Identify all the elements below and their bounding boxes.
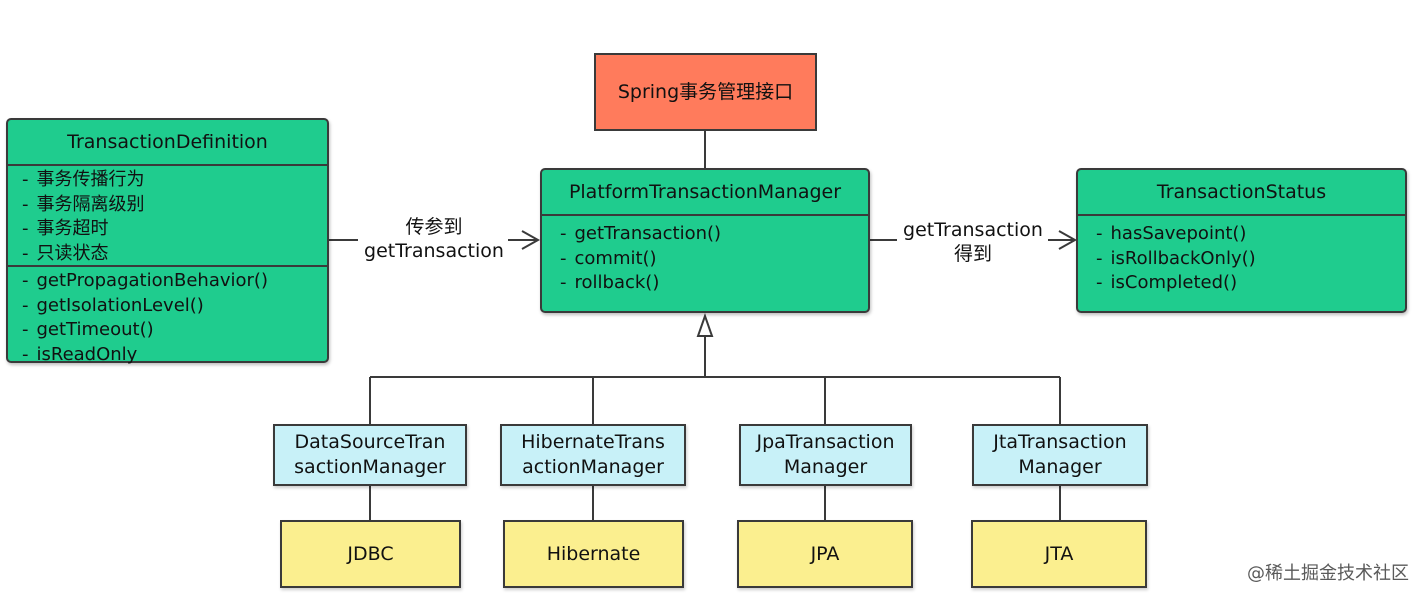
left-arrowhead [521, 230, 541, 250]
impl-label-line: HibernateTrans [521, 431, 665, 453]
impl-label-line: sactionManager [294, 456, 446, 478]
watermark: @稀土掘金技术社区 [1247, 563, 1409, 584]
transaction-definition-attributes: -事务传播行为 -事务隔离级别 -事务超时 -只读状态 [8, 166, 327, 265]
method-row: -hasSavepoint() [1096, 223, 1247, 244]
transaction-status-methods: -hasSavepoint() -isRollbackOnly() -isCom… [1078, 216, 1405, 296]
spring-interface-label: Spring事务管理接口 [617, 81, 794, 103]
impl-box-jta: JtaTransaction Manager [972, 424, 1148, 486]
tech-box-jpa: JPA [737, 520, 913, 588]
method-row: -getPropagationBehavior() [22, 270, 268, 291]
transaction-definition-methods: -getPropagationBehavior() -getIsolationL… [8, 265, 327, 367]
transaction-definition-title: TransactionDefinition [8, 120, 327, 166]
attribute-row: -事务传播行为 [22, 169, 145, 190]
method-row: -rollback() [560, 272, 660, 293]
attribute-row: -事务超时 [22, 218, 109, 239]
right-edge-label-line: getTransaction [903, 219, 1043, 241]
impl-box-jpa: JpaTransaction Manager [739, 424, 912, 486]
left-edge-label-line: getTransaction [364, 240, 504, 262]
impl-label-line: Manager [783, 456, 868, 478]
impl-label-line: DataSourceTran [294, 431, 446, 453]
impl-box-datasource: DataSourceTran sactionManager [273, 424, 467, 486]
platform-transaction-manager-methods: -getTransaction() -commit() -rollback() [542, 216, 868, 296]
platform-transaction-manager-box: PlatformTransactionManager -getTransacti… [540, 168, 870, 313]
attribute-row: -只读状态 [22, 242, 109, 264]
impl-box-hibernate: HibernateTrans actionManager [500, 424, 686, 486]
method-row: -getTimeout() [22, 319, 154, 340]
method-row: -isCompleted() [1096, 272, 1238, 293]
impl-label-line: JtaTransaction [993, 431, 1127, 453]
transaction-status-box: TransactionStatus -hasSavepoint() -isRol… [1076, 168, 1407, 313]
tech-box-jdbc: JDBC [280, 520, 461, 588]
method-row: -isReadOnly [22, 343, 138, 365]
platform-transaction-manager-title: PlatformTransactionManager [542, 170, 868, 216]
transaction-definition-box: TransactionDefinition -事务传播行为 -事务隔离级别 -事… [6, 118, 329, 365]
inheritance-arrowhead [696, 312, 714, 337]
attribute-row: -事务隔离级别 [22, 193, 145, 215]
method-row: -getIsolationLevel() [22, 294, 204, 316]
impl-label-line: Manager [1018, 456, 1102, 478]
method-row: -getTransaction() [560, 223, 722, 244]
left-edge-label-line: 传参到 [405, 216, 463, 238]
right-edge-label: getTransaction 得到 [896, 218, 1050, 266]
impl-label-line: JpaTransaction [756, 431, 895, 453]
tech-box-hibernate: Hibernate [503, 520, 684, 588]
spring-interface-box: Spring事务管理接口 [594, 53, 817, 131]
right-edge-label-line: 得到 [953, 243, 992, 265]
impl-label-line: actionManager [522, 456, 664, 478]
tech-box-jta: JTA [971, 520, 1147, 588]
transaction-status-title: TransactionStatus [1078, 170, 1405, 216]
right-arrowhead [1058, 230, 1078, 250]
method-row: -commit() [560, 247, 657, 269]
left-edge-label: 传参到 getTransaction [358, 215, 510, 263]
method-row: -isRollbackOnly() [1096, 247, 1256, 269]
